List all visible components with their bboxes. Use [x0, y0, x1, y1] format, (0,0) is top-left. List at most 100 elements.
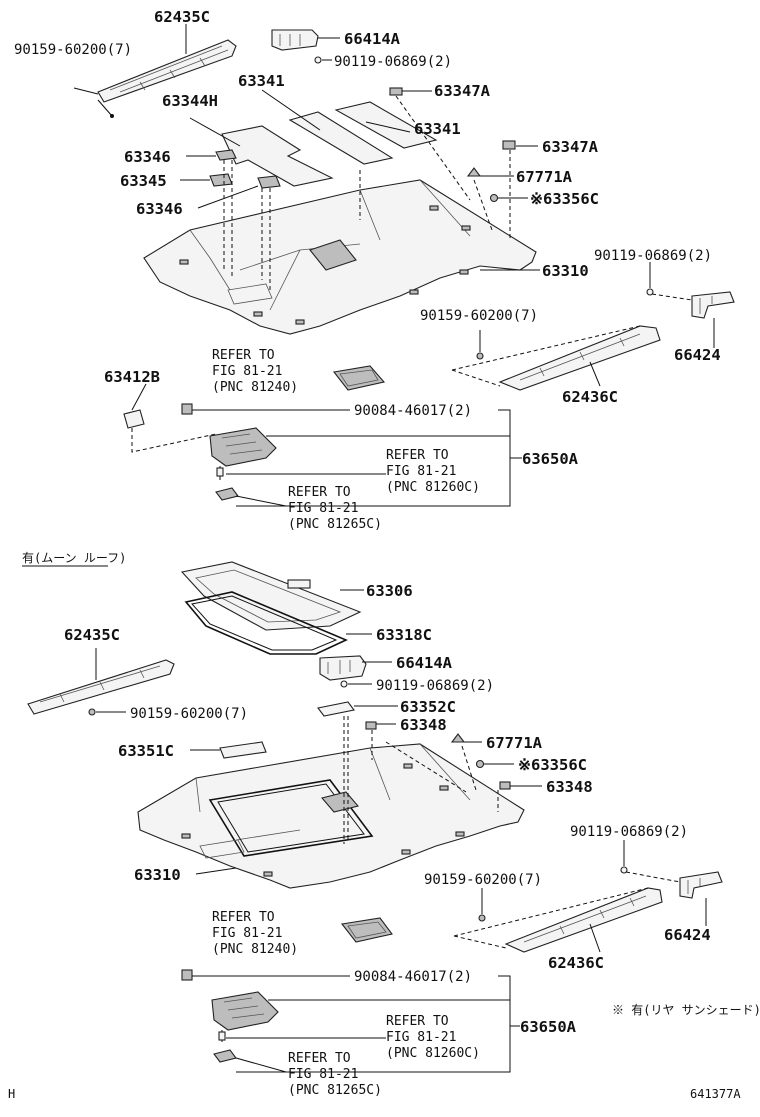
ref-81240-upper-line1: REFER TO [212, 348, 275, 363]
label-63650A-upper: 63650A [522, 450, 579, 468]
label-90119-right-lower: 90119-06869(2) [570, 824, 688, 840]
moonroof-note: 有(ムーン ルーフ) [22, 551, 126, 565]
ref-81265C-upper-line3: (PNC 81265C) [288, 517, 382, 532]
label-90159-lower-right: 90159-60200(7) [424, 872, 542, 888]
screw-icon [110, 114, 114, 118]
clip-63347A-upper [389, 87, 403, 96]
ref-81240-upper-line2: FIG 81-21 [212, 364, 282, 379]
bracket-66414A-lower [319, 655, 367, 681]
label-63356C-lower: ※63356C [518, 756, 587, 774]
label-63352C: 63352C [400, 698, 456, 716]
sunroof-opening-lower [208, 779, 374, 857]
label-66424-lower: 66424 [664, 926, 711, 944]
pad-63351C [219, 741, 267, 759]
ref-81265C-lower-line2: FIG 81-21 [288, 1067, 358, 1082]
label-63318C: 63318C [376, 626, 432, 644]
clip-67771A-upper [466, 167, 482, 177]
headliner-63310-lower [137, 743, 525, 889]
console-63650A-upper [209, 427, 277, 467]
clip-63356C-lower [475, 759, 485, 769]
ref-81260C-upper-line2: FIG 81-21 [386, 464, 456, 479]
ref-81265C-upper-line1: REFER TO [288, 485, 351, 500]
bracket-66424-upper [691, 291, 735, 319]
frame-63306 [180, 561, 362, 631]
upper-labels: 62435C 90159-60200(7) 66414A 90119-06869… [14, 8, 721, 532]
rail-62435C-lower [27, 659, 175, 715]
bracket-63412B [123, 409, 145, 429]
label-63341-a: 63341 [238, 72, 285, 90]
ref-81240-lower-line1: REFER TO [212, 910, 275, 925]
label-63344H: 63344H [162, 92, 218, 110]
label-90119-right-upper: 90119-06869(2) [594, 248, 712, 264]
label-63346-a: 63346 [124, 148, 171, 166]
pad-63341-b [334, 101, 438, 149]
clip-63356C-upper [489, 193, 499, 203]
label-90159-lower-left: 90159-60200(7) [130, 706, 248, 722]
label-63348-a: 63348 [400, 716, 447, 734]
clip-63347A-right [502, 140, 516, 150]
label-63341-b: 63341 [414, 120, 461, 138]
label-66424-upper: 66424 [674, 346, 721, 364]
figure-code: 641377A [690, 1087, 741, 1101]
label-62435C-upper: 62435C [154, 8, 210, 26]
ref-81260C-upper-line1: REFER TO [386, 448, 449, 463]
upper-leaders [73, 24, 715, 507]
label-90159-upper: 90159-60200(7) [14, 42, 132, 58]
label-63356C-upper: ※63356C [530, 190, 599, 208]
ref-81240-lower-line2: FIG 81-21 [212, 926, 282, 941]
lower-labels: 有(ムーン ルーフ) 63306 62435C 63318C 66414A 90… [8, 551, 760, 1101]
label-63346-b: 63346 [136, 200, 183, 218]
label-63351C: 63351C [118, 742, 174, 760]
label-63306: 63306 [366, 582, 413, 600]
label-90084-lower: 90084-46017(2) [354, 969, 472, 985]
label-62436C-upper: 62436C [562, 388, 618, 406]
seal-63318C [184, 591, 348, 655]
ref-81260C-lower-line3: (PNC 81260C) [386, 1046, 480, 1061]
label-90119-lower: 90119-06869(2) [376, 678, 494, 694]
ref-81260C-upper-line3: (PNC 81260C) [386, 480, 480, 495]
ref-81240-lower-line3: (PNC 81240) [212, 942, 298, 957]
label-62436C-lower: 62436C [548, 954, 604, 972]
ref-81240-upper-line3: (PNC 81240) [212, 380, 298, 395]
label-90084-upper: 90084-46017(2) [354, 403, 472, 419]
corner-mark: H [8, 1087, 15, 1101]
label-66414A-lower: 66414A [396, 654, 453, 672]
block-63346-a [215, 149, 237, 161]
clip-63348-b [499, 781, 511, 790]
label-63412B: 63412B [104, 368, 160, 386]
label-67771A-upper: 67771A [516, 168, 573, 186]
ref-81265C-lower-line1: REFER TO [288, 1051, 351, 1066]
rail-62435C-upper [97, 39, 237, 103]
label-90159-mid: 90159-60200(7) [420, 308, 538, 324]
block-63345 [209, 173, 233, 187]
bracket-66424-lower [679, 871, 723, 899]
lamp-opening-upper [309, 239, 357, 271]
ref-81265C-upper-line2: FIG 81-21 [288, 501, 358, 516]
pad-63352C [317, 701, 355, 717]
label-63345: 63345 [120, 172, 167, 190]
ref-81260C-lower-line1: REFER TO [386, 1014, 449, 1029]
label-66414A-upper: 66414A [344, 30, 401, 48]
label-62435C-lower: 62435C [64, 626, 120, 644]
clip-90084-upper [181, 403, 193, 415]
clip-90084-lower [181, 969, 193, 981]
label-63310-upper: 63310 [542, 262, 589, 280]
pad-63341-a [288, 111, 394, 165]
label-63347A-a: 63347A [434, 82, 491, 100]
lower-leaders [95, 589, 707, 1073]
label-90119-upper: 90119-06869(2) [334, 54, 452, 70]
label-63347A-b: 63347A [542, 138, 599, 156]
clip-63348-a [365, 721, 377, 730]
pad-63344H [221, 125, 334, 187]
label-63650A-lower: 63650A [520, 1018, 577, 1036]
label-63348-b: 63348 [546, 778, 593, 796]
label-63310-lower: 63310 [134, 866, 181, 884]
screw-icon [314, 56, 322, 64]
label-67771A-lower: 67771A [486, 734, 543, 752]
upper-assembly [97, 29, 735, 501]
block-63346-b [257, 175, 281, 189]
rail-62436C-lower [504, 887, 663, 953]
ref-81265C-lower-line3: (PNC 81265C) [288, 1083, 382, 1098]
